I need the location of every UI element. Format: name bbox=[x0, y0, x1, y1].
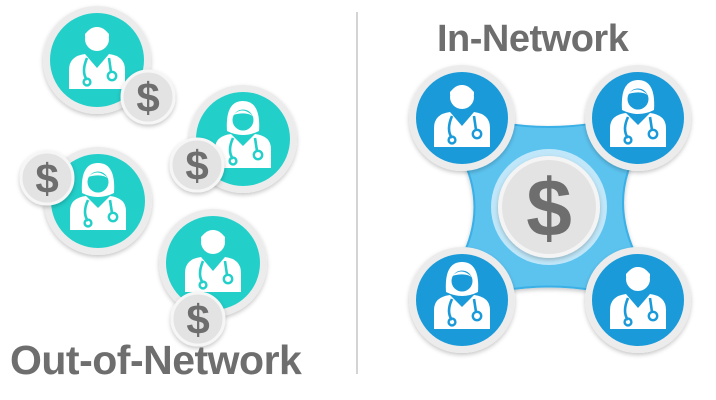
in-network-title: In-Network bbox=[437, 18, 629, 60]
out-network-doctor-4: $ bbox=[159, 209, 267, 347]
hub-coin bbox=[498, 156, 600, 258]
in-network-doctor-1 bbox=[409, 65, 515, 171]
out-network-doctor-1: $ bbox=[43, 6, 176, 125]
cost-symbol: $ bbox=[35, 155, 58, 202]
cost-coin bbox=[19, 150, 75, 206]
in-network-doctor-3 bbox=[409, 247, 515, 353]
cost-coin bbox=[120, 69, 176, 125]
cost-symbol: $ bbox=[186, 296, 209, 343]
in-network-doctor-4 bbox=[585, 247, 691, 353]
in-network-cluster: $ bbox=[409, 65, 691, 353]
cost-symbol: $ bbox=[185, 142, 208, 189]
cost-symbol: $ bbox=[136, 74, 159, 121]
in-network-doctor-2 bbox=[585, 65, 691, 171]
hub-cost-symbol: $ bbox=[526, 163, 572, 254]
cost-coin bbox=[170, 291, 226, 347]
panel-divider bbox=[356, 12, 358, 374]
out-network-doctor-2: $ bbox=[169, 85, 297, 193]
out-network-doctor-3: $ bbox=[19, 147, 152, 255]
out-network-cluster: $ $ $ $ bbox=[19, 6, 297, 347]
cost-coin bbox=[169, 137, 225, 193]
out-of-network-title: Out-of-Network bbox=[10, 337, 302, 383]
